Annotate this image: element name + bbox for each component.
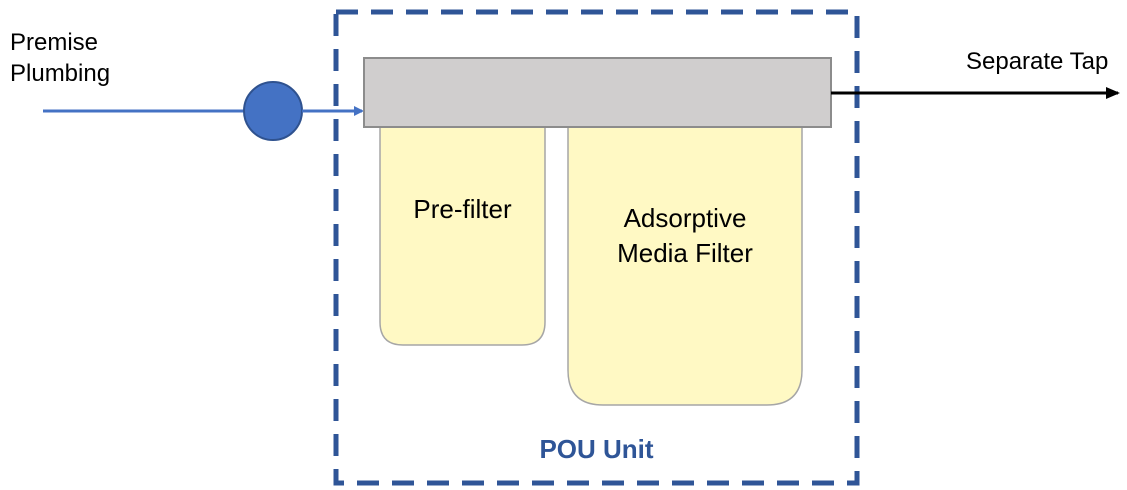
media-filter-label: Adsorptive Media Filter — [568, 201, 802, 270]
media-filter-label-line-2: Media Filter — [617, 237, 753, 268]
media-filter-label-line-1: Adsorptive — [623, 203, 747, 233]
pou-unit-boundary — [333, 9, 860, 486]
manifold-head — [363, 57, 832, 128]
valve-icon — [243, 81, 303, 141]
output-label: Separate Tap — [966, 48, 1109, 75]
source-label: Premise Plumbing — [10, 27, 110, 89]
media-filter-canister — [567, 125, 803, 406]
prefilter-label: Pre-filter — [413, 194, 512, 224]
pou-unit-label: POU Unit — [539, 434, 654, 464]
source-label-line-2: Plumbing — [10, 60, 111, 88]
source-label-line-1: Premise — [10, 29, 99, 56]
prefilter-canister — [379, 125, 546, 346]
